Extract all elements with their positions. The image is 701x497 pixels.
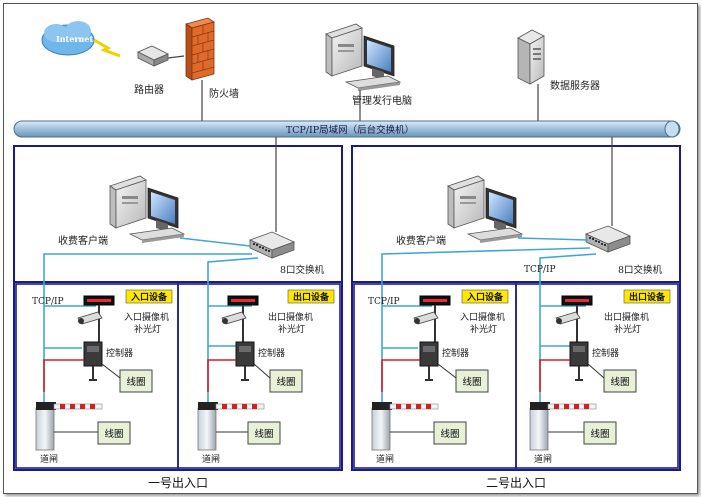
lane-4-gate-label: 道闸 — [534, 453, 552, 465]
internet-label: Internet — [56, 34, 93, 44]
lane-4-title-box — [623, 289, 671, 304]
barrier-gate-icon — [371, 401, 439, 451]
mgmt-pc-label: 管理发行电脑 — [352, 94, 412, 107]
right-tcpip-bottom-label: TCP/IP — [368, 297, 400, 307]
lane-1-coil-bottom-label: 线圈 — [104, 428, 123, 440]
lane-2-title: 出口设备 — [293, 291, 330, 303]
lane-2-coil-top-label: 线圈 — [276, 376, 295, 388]
lane-1-coil-top — [119, 369, 153, 393]
router-icon — [137, 45, 169, 67]
controller-icon — [419, 341, 439, 381]
controller-icon — [235, 341, 255, 381]
firewall-icon — [185, 17, 215, 81]
lane-3-coil-top-label: 线圈 — [462, 376, 481, 388]
barrier-gate-icon — [35, 401, 103, 451]
lane-3-coil-top — [455, 369, 489, 393]
computer-icon — [447, 175, 523, 244]
camera-icon — [413, 295, 451, 347]
lane-4-title: 出口设备 — [629, 291, 666, 303]
lane-2-coil-top — [269, 369, 303, 393]
lane-4-coil-top-label: 线圈 — [610, 376, 629, 388]
site-1-title: 一号出入口 — [148, 476, 208, 490]
right-tcpip-top-label: TCP/IP — [524, 265, 556, 275]
lane-2-camera-label: 出口摄像机 — [268, 311, 313, 323]
lane-1-light-label: 补光灯 — [134, 323, 161, 335]
server-icon — [517, 29, 545, 85]
lane-3-coil-bottom — [433, 421, 467, 445]
lane-2-frame — [177, 283, 341, 469]
lane-4-coil-bottom — [583, 421, 617, 445]
lane-3-controller-label: 控制器 — [442, 347, 469, 359]
switch-icon — [249, 231, 295, 259]
lane-4-coil-top — [603, 369, 637, 393]
firewall-label: 防火墙 — [209, 87, 239, 100]
site-2-frame — [351, 145, 681, 471]
left-switch-label: 8口交换机 — [280, 264, 325, 276]
backbone-network: TCP/IP局域网（后台交换机） — [13, 120, 681, 138]
lane-3-title: 入口设备 — [466, 291, 504, 303]
lane-3-coil-bottom-label: 线圈 — [440, 428, 459, 440]
lane-2-title-box — [287, 289, 335, 304]
lane-2-controller-label: 控制器 — [258, 347, 285, 359]
camera-icon — [77, 295, 115, 347]
computer-icon — [109, 175, 185, 244]
cloud-icon: Internet — [41, 21, 95, 56]
lane-1-title-box — [125, 289, 173, 304]
switch-icon — [585, 225, 631, 253]
lightning-link — [93, 38, 121, 58]
right-client-label: 收费客户端 — [396, 234, 446, 247]
left-tcpip-label: TCP/IP — [32, 297, 64, 307]
lane-1-coil-bottom — [97, 421, 131, 445]
lane-4-camera-label: 出口摄像机 — [604, 311, 649, 323]
lane-3-title-box — [461, 289, 509, 304]
lane-1-camera-label: 入口摄像机 — [124, 311, 169, 323]
db-server-label: 数据服务器 — [550, 79, 600, 92]
lane-1-controller-label: 控制器 — [106, 347, 133, 359]
controller-icon — [83, 341, 103, 381]
lane-1-title: 入口设备 — [130, 291, 168, 303]
lane-1-coil-top-label: 线圈 — [126, 376, 145, 388]
router-label: 路由器 — [134, 83, 164, 96]
lane-2-gate-label: 道闸 — [202, 453, 220, 465]
lane-2-coil-bottom — [247, 421, 281, 445]
site-1-frame — [13, 145, 343, 471]
lane-2-coil-bottom-label: 线圈 — [254, 428, 273, 440]
lane-3-gate-label: 道闸 — [376, 453, 394, 465]
lane-3-camera-label: 入口摄像机 — [460, 311, 505, 323]
lane-4-frame — [515, 283, 679, 469]
camera-icon — [221, 295, 259, 347]
right-switch-label: 8口交换机 — [618, 264, 663, 276]
left-client-label: 收费客户端 — [58, 234, 108, 247]
lane-4-controller-label: 控制器 — [592, 347, 619, 359]
lane-1-gate-label: 道闸 — [40, 453, 58, 465]
lane-3-light-label: 补光灯 — [470, 323, 497, 335]
computer-icon — [325, 23, 401, 92]
controller-icon — [569, 341, 589, 381]
backbone-label: TCP/IP局域网（后台交换机） — [286, 124, 414, 136]
lane-4-coil-bottom-label: 线圈 — [590, 428, 609, 440]
site-2-title: 二号出入口 — [486, 476, 546, 490]
lane-4-light-label: 补光灯 — [614, 323, 641, 335]
camera-icon — [555, 295, 593, 347]
lane-2-light-label: 补光灯 — [278, 323, 305, 335]
